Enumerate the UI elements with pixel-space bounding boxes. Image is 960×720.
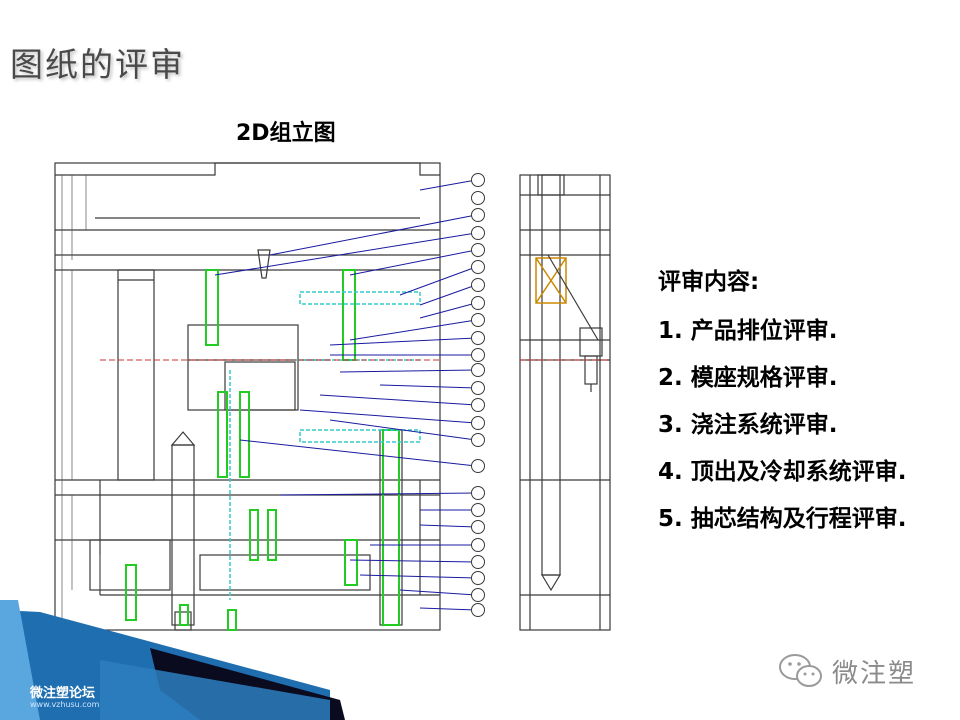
- balloon: [471, 331, 485, 345]
- balloon: [471, 348, 485, 362]
- balloon: [471, 381, 485, 395]
- balloon: [471, 173, 485, 187]
- balloon: [471, 226, 485, 240]
- balloon: [471, 260, 485, 274]
- review-content-panel: 评审内容: 1. 产品排位评审. 2. 模座规格评审. 3. 浇注系统评审. 4…: [658, 262, 958, 543]
- balloon: [471, 363, 485, 377]
- balloon: [471, 313, 485, 327]
- balloon: [471, 538, 485, 552]
- wechat-label: 微注塑: [832, 658, 917, 689]
- side-view-pin: [547, 254, 603, 392]
- balloon: [471, 588, 485, 602]
- section-view-side: [519, 174, 611, 631]
- review-item-1: 1. 产品排位评审.: [658, 318, 838, 344]
- section-view-main: [54, 162, 441, 631]
- wechat-icon: [779, 654, 822, 687]
- balloon: [471, 278, 485, 292]
- forum-url: www.vzhusu.com: [30, 700, 100, 709]
- balloon: [471, 459, 485, 473]
- balloon: [471, 433, 485, 447]
- review-item-3: 3. 浇注系统评审.: [658, 412, 838, 438]
- balloon: [471, 243, 485, 257]
- review-item-5: 5. 抽芯结构及行程评审.: [658, 506, 907, 532]
- forum-name: 微注塑论坛: [30, 686, 96, 701]
- balloon: [471, 520, 485, 534]
- slide-title: 图纸的评审: [10, 45, 185, 84]
- review-item-4: 4. 顶出及冷却系统评审.: [658, 459, 907, 485]
- balloon: [471, 603, 485, 617]
- balloon: [471, 296, 485, 310]
- balloon: [471, 398, 485, 412]
- balloon: [471, 208, 485, 222]
- balloon: [471, 191, 485, 205]
- balloon: [471, 555, 485, 569]
- callout-balloons: [471, 173, 485, 617]
- balloon: [471, 571, 485, 585]
- bottom-decoration: [0, 600, 960, 720]
- leader-lines: [214, 179, 477, 611]
- wechat-watermark: 微注塑: [778, 652, 916, 690]
- side-view-details: [535, 257, 567, 304]
- balloon: [471, 416, 485, 430]
- ejector-pins: [125, 269, 400, 631]
- balloon: [471, 503, 485, 517]
- drawing-subtitle: 2D组立图: [236, 121, 336, 146]
- review-heading: 评审内容:: [658, 269, 760, 295]
- review-item-2: 2. 模座规格评审.: [658, 365, 838, 391]
- dimension-lines: [61, 175, 101, 620]
- balloon: [471, 486, 485, 500]
